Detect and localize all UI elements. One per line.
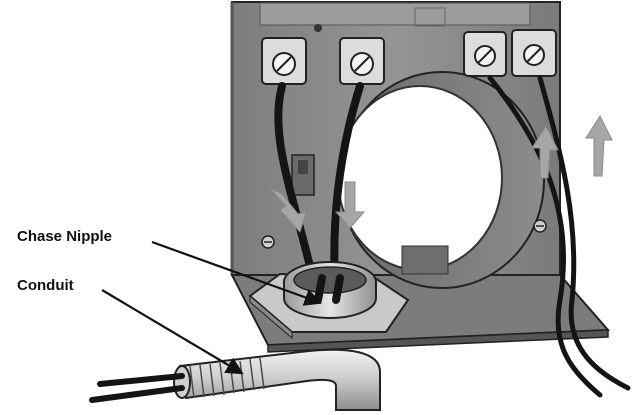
panel-screw-right [533,219,547,233]
callout-leaders [101,240,323,375]
direction-arrows [269,114,613,233]
chase-nipple-label: Chase Nipple [17,228,113,245]
conduit [173,348,381,411]
wires-conduit-exit [89,373,185,403]
conduit-label: Conduit [17,277,74,294]
terminal-lug-3 [463,31,507,77]
terminal-lug-2 [339,37,385,85]
wires-right [487,75,631,398]
terminal-lug-4 [511,29,557,77]
terminal-lug-1 [261,37,307,85]
bracket [291,154,315,196]
panel-screw-left [261,235,275,249]
chase-nipple [283,261,377,319]
knockout-ring [337,71,545,289]
